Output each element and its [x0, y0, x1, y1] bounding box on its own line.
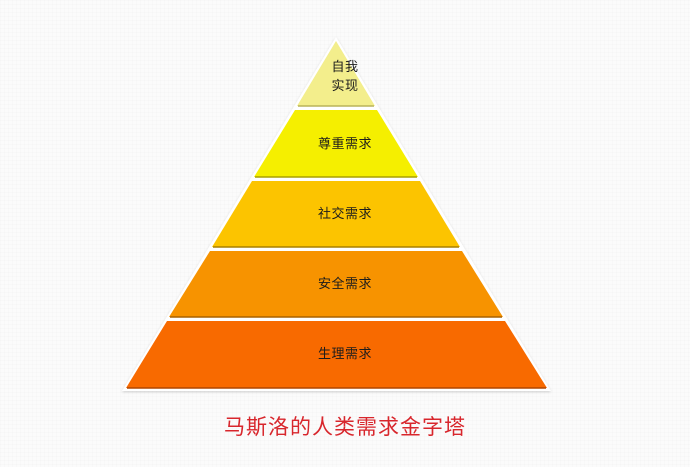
tier-self-actualization-line1: 自我 — [331, 60, 359, 75]
tier-self-actualization-shape — [297, 41, 375, 106]
diagram-title: 马斯洛的人类需求金字塔 — [224, 415, 466, 439]
tier-self-actualization-line2: 实现 — [331, 79, 359, 94]
tier-esteem-shape — [254, 110, 418, 177]
tier-self-actualization-label: 自我 实现 — [0, 58, 690, 96]
tier-social-shape — [212, 181, 460, 247]
tier-esteem-label: 尊重需求 — [317, 137, 372, 152]
tier-safety-shape — [169, 251, 503, 317]
tier-physiological-label: 生理需求 — [317, 347, 372, 362]
tier-physiological-shape — [126, 321, 547, 388]
tier-social-label: 社交需求 — [317, 207, 372, 222]
tier-safety-label: 安全需求 — [317, 277, 372, 292]
